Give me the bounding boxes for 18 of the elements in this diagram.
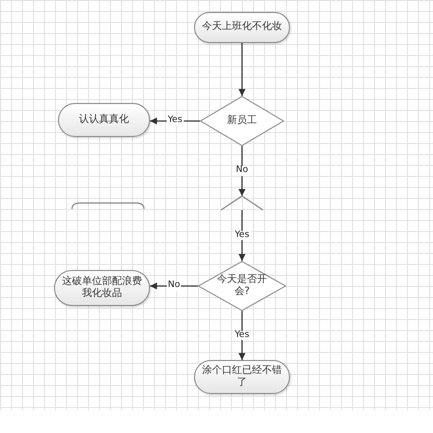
terminator: 涂个口红已经不错了 <box>194 360 290 394</box>
arrow <box>238 146 246 196</box>
terminator: 这破单位部配浪费我化妆品 <box>54 270 150 306</box>
edge-label: No <box>234 166 250 176</box>
decision-diamond <box>200 96 284 146</box>
arrow <box>238 43 246 96</box>
edge-label: Yes <box>166 116 184 126</box>
decision-text: 新员工 <box>227 114 257 128</box>
edge-label: Yes <box>234 230 250 240</box>
terminator: 今天上班化不化妆 <box>194 12 290 43</box>
arrow <box>238 311 246 360</box>
terminator: 认认真真化 <box>58 103 150 137</box>
edge-label: Yes <box>234 330 250 340</box>
partial-terminator <box>72 203 144 209</box>
decision-text: 今天是否开会? <box>216 274 268 298</box>
arrow <box>238 210 246 261</box>
edge-label: No <box>166 281 182 291</box>
decision-diamond <box>198 261 286 311</box>
